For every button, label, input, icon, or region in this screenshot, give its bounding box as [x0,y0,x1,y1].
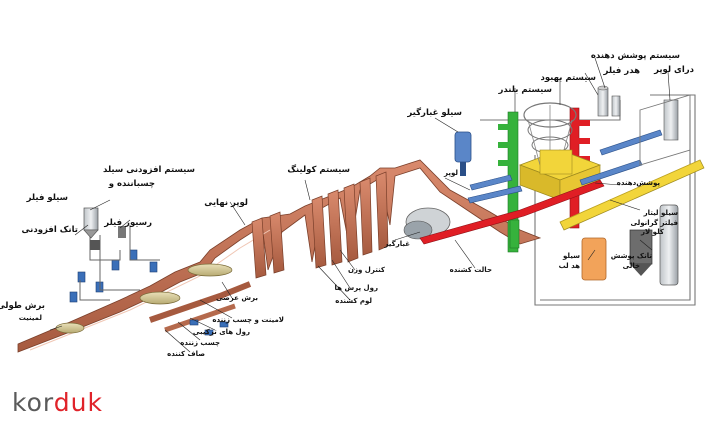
red-conveyor [419,179,605,249]
label-edge-cutter: غبارگیر [383,239,410,248]
orange-silo [581,237,607,281]
korduk-logo: korduk [12,388,103,417]
label-glue-sheet: چسباننده و [108,179,155,189]
coating-equipment [597,85,691,166]
label-filler-header: هدر فیلر [603,66,641,76]
filler-silo [83,207,126,250]
label-filler-coating-system: سیستم پوشش دهنده [591,51,680,61]
label-coating: پوشش‌دهنده [617,179,661,187]
label-filler-mixer: فیلتر گرانولی [631,218,679,227]
label-sheet-system: سیستم افزودنی سیلد [103,165,195,175]
label-bottom-silo: سیلو [562,252,580,260]
labels: سیستم پوشش دهنده هدر فیلر درای لوپر سیست… [0,51,695,358]
label-pull-unit: لوم کشنده [335,297,372,305]
dust-silo [454,131,472,176]
blender-structure [519,102,601,201]
tall-silo [659,204,679,286]
label-blender-system: سیستم بلندر [497,85,552,95]
label-silo-label: سیلو لیتار [643,209,679,217]
feed-conveyors [467,129,663,204]
label-press-rollers: رول های ترکیبی [193,328,250,336]
label-improvement-system: سیستم بهبود [540,73,596,83]
label-longitudinal-cut: برش طولی [0,301,45,311]
label-loper: لوپر [443,169,458,177]
cooling-loops [251,171,389,279]
label-weight-control: کنترل وزن [348,266,386,274]
green-tower [498,111,519,253]
rollers [55,207,451,334]
label-dust-silo: سیلو غبارگیر [406,107,462,118]
label-coating-tank2: خالی [623,262,640,270]
leader-lines [49,57,671,353]
label-press-roll: رول پرس ها [335,284,378,292]
label-glue-apply: چسب زننده [180,339,220,347]
label-pull-unit2: حالت کشنده [450,266,492,274]
logo-part-kor: kor [12,388,54,417]
label-cut-front: برش عرضی [216,294,258,302]
label-bottom-silo2: هد لب [559,262,581,270]
label-cooling-system: سیستم کولینگ [287,164,350,175]
label-filler-silo: سیلو فیلر [26,193,68,203]
label-front-pull: صاف کننده [167,350,205,358]
label-layer: لمینیت [19,314,43,322]
yellow-beam [559,159,705,231]
label-oven: کلو لار [640,228,665,236]
label-tension-line: لامینت و چسب زننده [212,316,284,324]
grey-silo [629,229,653,276]
label-filler-return: رسیور فیلر [103,218,152,228]
label-belt-lay: لوپر نهایی [204,198,248,208]
label-lower-conveyor: درای لوپر [653,65,695,75]
label-coating-tank: تانک پوشش [611,252,653,260]
logo-part-duk: duk [53,388,103,417]
label-filler-tank: تانک افزودنی [22,225,78,235]
